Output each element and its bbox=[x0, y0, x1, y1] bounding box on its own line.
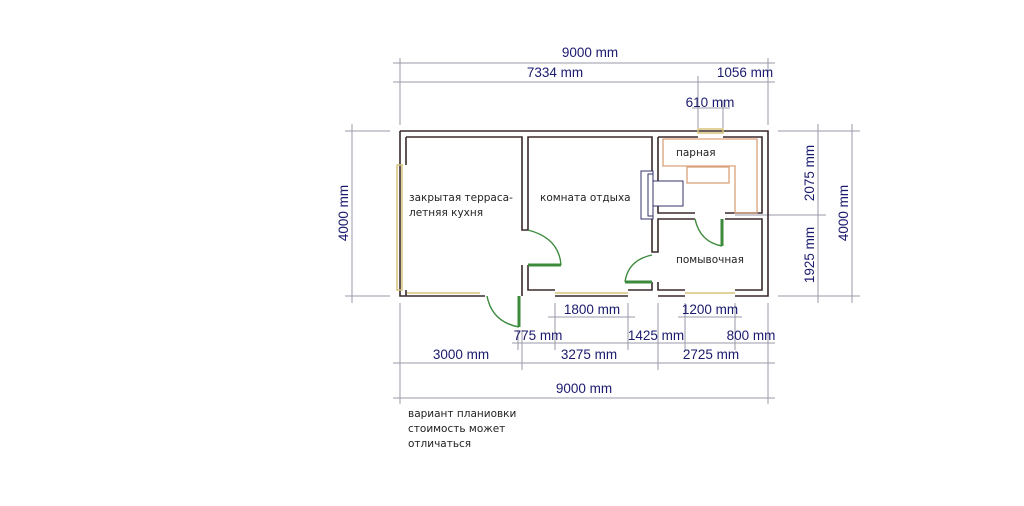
dim-right-lower: 1925 mm bbox=[802, 227, 817, 283]
notes: вариант планиовки стоимость может отлича… bbox=[408, 408, 516, 450]
windows bbox=[396, 128, 735, 294]
dim-bottom-door: 775 mm bbox=[514, 328, 563, 343]
window-steam bbox=[697, 128, 724, 134]
room-terrace-line2: летняя кухня bbox=[409, 207, 483, 219]
dim-right-total: 4000 mm bbox=[836, 185, 851, 241]
dim-bottom-seg-2: 3275 mm bbox=[561, 347, 617, 362]
room-washroom: помывочная bbox=[676, 254, 744, 266]
dim-bottom-window-2: 1200 mm bbox=[682, 302, 738, 317]
doors bbox=[486, 218, 724, 328]
note-line-1: вариант планиовки bbox=[408, 408, 516, 420]
dim-bottom-right-edge: 800 mm bbox=[727, 328, 776, 343]
dim-bottom-seg-1: 3000 mm bbox=[433, 347, 489, 362]
room-terrace-line1: закрытая терраса- bbox=[409, 192, 513, 204]
steam-door-swing bbox=[694, 218, 723, 247]
dim-top-left: 7334 mm bbox=[527, 65, 583, 80]
entrance-door-swing bbox=[486, 295, 520, 328]
dim-bottom-total: 9000 mm bbox=[556, 381, 612, 396]
room-lounge: комната отдыха bbox=[540, 192, 631, 204]
dim-top-total: 9000 mm bbox=[562, 45, 618, 60]
dimension-labels: 9000 mm 7334 mm 1056 mm 610 mm 4000 mm 2… bbox=[336, 45, 851, 396]
window-left bbox=[396, 164, 403, 291]
dim-bottom-seg-3: 2725 mm bbox=[683, 347, 739, 362]
dim-left-height: 4000 mm bbox=[336, 185, 351, 241]
sauna-benches bbox=[662, 138, 758, 214]
note-line-3: отличаться bbox=[408, 438, 471, 450]
dim-bottom-mid: 1425 mm bbox=[628, 328, 684, 343]
washroom-door-swing bbox=[624, 254, 653, 283]
lounge-door-swing bbox=[527, 229, 562, 266]
room-labels: закрытая терраса- летняя кухня комната о… bbox=[409, 147, 744, 266]
dim-top-window: 610 mm bbox=[686, 95, 735, 110]
room-steam: парная bbox=[676, 147, 716, 159]
stove-icon bbox=[640, 170, 684, 220]
dim-top-right: 1056 mm bbox=[717, 65, 773, 80]
dimension-lines bbox=[345, 58, 860, 404]
note-line-2: стоимость может bbox=[408, 423, 505, 435]
dim-right-upper: 2075 mm bbox=[802, 145, 817, 201]
dim-bottom-window-1: 1800 mm bbox=[564, 302, 620, 317]
walls bbox=[399, 130, 769, 297]
